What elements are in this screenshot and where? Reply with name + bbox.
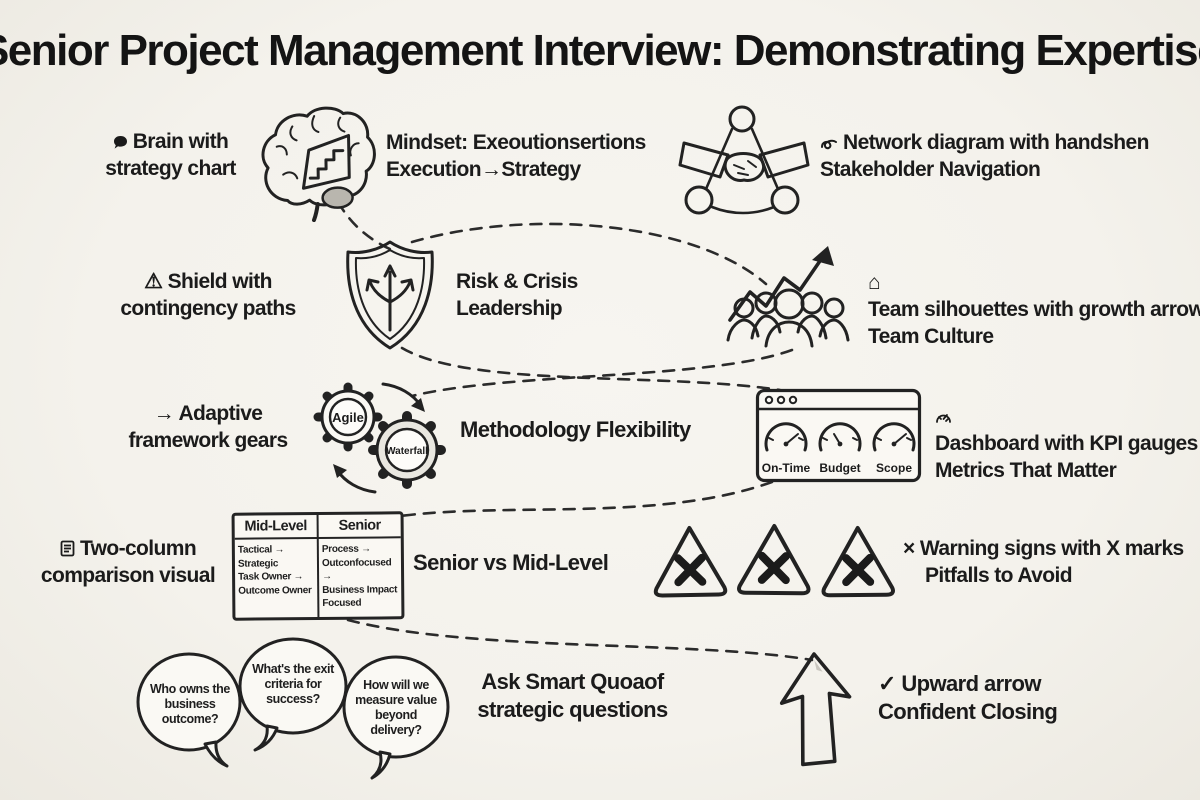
caption-line: Shield with — [167, 270, 273, 293]
caption-metrics: Dashboard with KPI gauges Metrics That M… — [935, 403, 1200, 484]
connector-shield-to-dashboard — [400, 346, 782, 392]
caption-line: Leadership — [456, 297, 563, 320]
caption-risk-crisis: Risk & Crisis Leadership — [456, 268, 578, 322]
warning-icon: ⚠ — [144, 270, 163, 293]
table-cell: Tactical → Strategic — [237, 544, 285, 570]
gear1-label: Agile — [332, 410, 364, 425]
table-cell: Outcome Owner — [238, 584, 312, 597]
caption-line: contingency paths — [120, 297, 296, 320]
caption-line: Upward arrow — [901, 671, 1041, 696]
bubble-text-3: How will we measure value beyond deliver… — [355, 678, 437, 737]
brain-icon — [261, 106, 376, 223]
check-icon: ✓ — [878, 671, 896, 696]
caption-line: strategic questions — [477, 697, 668, 722]
table-cell: Business Impact — [322, 583, 398, 596]
knot-icon — [820, 138, 838, 151]
comparison-table: Mid-Level Senior Tactical → Strategic Ta… — [231, 511, 405, 621]
caption-line: Pitfalls to Avoid — [925, 564, 1073, 587]
caption-line: Brain with — [132, 130, 229, 153]
caption-line: Warning signs with X marks — [919, 537, 1184, 560]
caption-mindset: Mindset: Exeoutionsertions Execution→Str… — [386, 129, 646, 183]
caption-line: strategy chart — [105, 157, 236, 180]
table-cell: Outconfocused → — [321, 556, 392, 582]
gauge-label-ontime: On-Time — [762, 461, 811, 475]
connector-team-to-gears — [410, 348, 794, 398]
caption-shield-contingency: ⚠ Shield with contingency paths — [98, 268, 318, 322]
caption-brain-strategy: Brain with strategy chart — [68, 128, 273, 182]
caption-two-column: Two-column comparison visual — [28, 535, 228, 589]
home-icon: ⌂ — [868, 271, 881, 294]
shield-icon — [346, 240, 434, 350]
caption-line: Risk & Crisis — [456, 270, 578, 293]
table-col-senior: Process → Outconfocused → Business Impac… — [319, 538, 402, 617]
upward-arrow-icon — [779, 652, 852, 767]
document-icon — [60, 540, 75, 557]
caption-line: Team silhouettes with growth arrow — [868, 298, 1200, 321]
warning-triangles-icon — [653, 524, 895, 598]
connector-dashboard-to-table — [398, 480, 774, 518]
table-cell: Task Owner → — [238, 571, 304, 583]
caption-line: Team Culture — [868, 325, 994, 348]
connector-table-to-arrow — [346, 618, 814, 662]
gauge-scribble-icon — [935, 411, 952, 425]
caption-line: Metrics That Matter — [935, 459, 1117, 482]
caption-stakeholder: Network diagram with handshen Stakeholde… — [820, 129, 1149, 183]
right-arrow-icon: → — [153, 402, 175, 425]
caption-confident-closing: ✓ Upward arrow Confident Closing — [878, 670, 1058, 726]
connector-shield-to-team — [410, 222, 768, 286]
caption-line: Execution→Strategy — [386, 158, 581, 181]
team-growth-icon — [726, 246, 850, 348]
caption-senior-vs-midlevel: Senior vs Mid-Level — [413, 550, 609, 575]
caption-team-culture: ⌂ Team silhouettes with growth arrow Tea… — [868, 269, 1200, 350]
table-header-midlevel: Mid-Level — [234, 514, 319, 538]
caption-line: Mindset: Exeoutionsertions — [386, 131, 646, 154]
caption-line: Dashboard with KPI gauges — [935, 432, 1198, 455]
caption-adaptive-gears: → Adaptive framework gears — [98, 400, 318, 454]
x-mark-icon: × — [903, 537, 915, 560]
caption-line: Stakeholder Navigation — [820, 158, 1041, 181]
caption-smart-questions: Ask Smart Quoaof strategic questions — [455, 668, 690, 724]
caption-line: comparison visual — [40, 564, 216, 587]
caption-pitfalls: × Warning signs with X marks Pitfalls to… — [903, 535, 1184, 589]
caption-line: Two-column — [79, 537, 197, 560]
table-col-midlevel: Tactical → Strategic Task Owner → Outcom… — [234, 538, 320, 618]
caption-methodology: Methodology Flexibility — [460, 417, 691, 442]
bubble-text-1: Who owns the business outcome? — [150, 682, 230, 726]
table-header-senior: Senior — [338, 517, 381, 534]
caption-line: Adaptive — [178, 402, 263, 425]
comparison-table-header: Mid-Level Senior — [234, 514, 401, 540]
caption-line: Confident Closing — [878, 699, 1058, 724]
caption-line: Network diagram with handshen — [843, 131, 1149, 154]
caption-line: Ask Smart Quoaof — [481, 669, 664, 694]
gear2-label: Waterfall — [386, 446, 428, 457]
speech-bubble-icon — [113, 135, 128, 150]
gauge-label-scope: Scope — [876, 461, 912, 475]
table-cell: Process → — [321, 543, 371, 555]
table-cell: Focused — [322, 597, 362, 609]
speech-bubble-1 — [136, 652, 242, 768]
handshake-network-icon — [678, 105, 810, 215]
page-title: Senior Project Management Interview: Dem… — [0, 26, 1200, 75]
speech-bubble-2 — [238, 637, 348, 752]
bubble-text-2: What's the exit criteria for success? — [252, 662, 334, 706]
speech-bubble-3 — [342, 655, 450, 780]
gauge-label-budget: Budget — [819, 461, 860, 475]
gears-icon: Agile Waterfall — [313, 382, 446, 494]
kpi-dashboard-icon: On-Time Budget Scope — [755, 388, 922, 483]
caption-line: framework gears — [128, 429, 288, 452]
